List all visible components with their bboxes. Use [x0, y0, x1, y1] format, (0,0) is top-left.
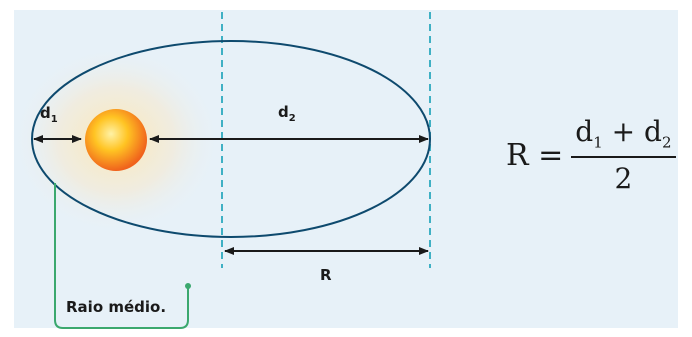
formula-numerator: d1 + d2 [571, 115, 676, 158]
formula-fraction: d1 + d2 2 [571, 115, 676, 195]
d1-label: d1 [40, 104, 58, 125]
d2-label: d2 [278, 103, 296, 124]
callout-line [54, 183, 189, 329]
formula-denominator: 2 [614, 161, 633, 195]
callout-label: Raio médio. [66, 298, 167, 316]
sun [85, 109, 147, 171]
radius-formula: R = d1 + d2 2 [506, 110, 676, 200]
callout-dot [185, 283, 191, 289]
r-label: R [320, 266, 332, 284]
formula-lhs: R = [506, 137, 564, 173]
orbit-ellipse [31, 40, 431, 238]
